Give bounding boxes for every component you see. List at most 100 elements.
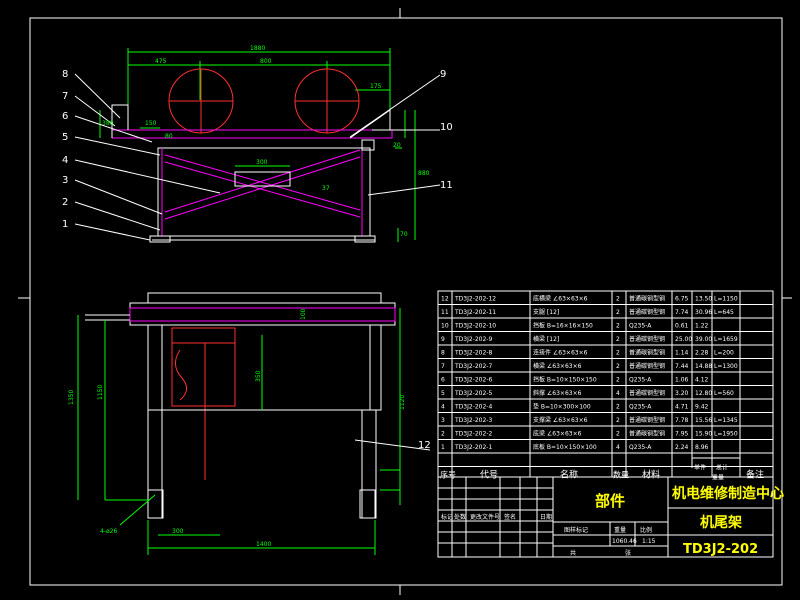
table-cell-material: Q235-A — [629, 377, 652, 384]
table-cell-material: 普通碳钢型钢 — [629, 335, 665, 343]
table-cell-unit: 7.95 — [675, 431, 689, 438]
table-cell-no: 7 — [441, 363, 445, 370]
table-header-name: 名称 — [560, 469, 578, 481]
dim-bottom-right: 70 — [400, 231, 408, 238]
tb-count: 处数 — [454, 513, 466, 521]
table-cell-note: L=560 — [714, 390, 734, 397]
tb-company: 机电维修制造中心 — [672, 485, 784, 502]
dim-left: 475 — [155, 58, 167, 65]
table-cell-no: 4 — [441, 404, 445, 411]
table-cell-name: 斜撑 ∠63×63×6 — [533, 389, 582, 397]
table-cell-unit: 3.20 — [675, 390, 689, 397]
table-cell-note: L=200 — [714, 350, 734, 357]
table-cell-total: 9.42 — [695, 404, 709, 411]
table-cell-qty: 4 — [616, 390, 620, 397]
table-cell-material: 普通碳钢型钢 — [629, 308, 665, 316]
dim-overall: 1880 — [250, 45, 265, 52]
dim-tri: 80 — [165, 133, 173, 140]
table-cell-code: TD3J2-202-7 — [454, 363, 492, 370]
dim-small-a: 150 — [145, 120, 157, 127]
table-cell-unit: 1.14 — [675, 350, 689, 357]
dim-left-height: 1350 — [68, 390, 75, 405]
table-cell-note: L=1345 — [714, 417, 738, 424]
table-header-no: 序号 — [440, 470, 456, 480]
table-cell-code: TD3J2-202-6 — [454, 377, 492, 384]
callout-1: 1 — [62, 219, 68, 230]
callout-11: 11 — [440, 180, 453, 191]
callout-9: 9 — [440, 69, 446, 80]
table-cell-name: 底梁 ∠63×63×6 — [533, 430, 582, 438]
table-cell-name: 支撑梁 ∠63×63×6 — [533, 416, 588, 424]
table-cell-note: L=645 — [714, 309, 734, 316]
table-cell-qty: 2 — [616, 363, 620, 370]
table-header-total: 总计 — [716, 464, 728, 472]
table-cell-code: TD3J2-202-4 — [454, 404, 492, 411]
tb-sign: 签名 — [504, 513, 516, 521]
table-cell-material: Q235-A — [629, 444, 652, 451]
table-cell-no: 12 — [441, 296, 449, 303]
dim-top-small: 100 — [300, 308, 307, 320]
table-cell-no: 10 — [441, 323, 449, 330]
table-cell-total: 8.96 — [695, 444, 709, 451]
table-cell-note: L=1950 — [714, 431, 738, 438]
table-cell-unit: 7.44 — [675, 363, 689, 370]
table-cell-qty: 2 — [616, 336, 620, 343]
table-cell-qty: 2 — [616, 296, 620, 303]
table-cell-total: 15.90 — [695, 431, 712, 438]
table-cell-code: TD3J2-202-11 — [454, 309, 496, 316]
table-cell-qty: 2 — [616, 417, 620, 424]
callout-6: 6 — [62, 111, 68, 122]
table-header-code: 代号 — [480, 470, 498, 481]
table-cell-no: 6 — [441, 377, 445, 384]
table-header-unit: 单件 — [694, 464, 706, 472]
table-cell-material: 普通碳钢型钢 — [629, 295, 665, 303]
tb-scale-b: 1:15 — [642, 538, 656, 545]
dim-right-height: 1120 — [399, 395, 406, 410]
table-header-qty: 数量 — [613, 470, 629, 480]
tb-scale-label: 比例 — [640, 526, 652, 534]
dim-small-right: 20 — [393, 142, 401, 149]
top-view: 8 7 6 5 4 3 2 1 9 10 11 1880 475 800 175… — [62, 45, 453, 243]
tb-mark: 标记 — [441, 513, 453, 521]
table-cell-name: 挡板 B=16×16×150 — [533, 322, 593, 330]
table-cell-no: 2 — [441, 431, 445, 438]
tb-type: 部件 — [595, 492, 625, 510]
table-cell-qty: 2 — [616, 404, 620, 411]
table-cell-material: 普通碳钢型钢 — [629, 389, 665, 397]
table-cell-total: 12.80 — [695, 390, 712, 397]
callout-2: 2 — [62, 197, 68, 208]
table-cell-qty: 4 — [616, 444, 620, 451]
table-cell-name: 底横梁 ∠63×63×6 — [533, 295, 588, 303]
tb-scale-a: 1060.46 — [612, 538, 637, 545]
table-cell-code: TD3J2-202-10 — [454, 323, 496, 330]
table-cell-code: TD3J2-202-12 — [454, 296, 496, 303]
table-cell-code: TD3J2-202-8 — [454, 350, 492, 357]
tb-sheet-a: 共 — [570, 549, 576, 557]
table-cell-unit: 25.00 — [675, 336, 692, 343]
callout-5: 5 — [62, 132, 68, 143]
table-cell-note: L=1300 — [714, 363, 738, 370]
table-cell-no: 11 — [441, 309, 449, 316]
table-cell-no: 8 — [441, 350, 445, 357]
table-cell-code: TD3J2-202-5 — [454, 390, 492, 397]
table-cell-total: 13.50 — [695, 296, 712, 303]
table-cell-qty: 2 — [616, 377, 620, 384]
table-cell-total: 15.56 — [695, 417, 712, 424]
dim-red-height: 350 — [255, 370, 262, 382]
dim-small-b: 380 — [102, 120, 114, 127]
table-cell-name: 连接件 ∠63×63×6 — [533, 349, 588, 357]
table-cell-material: Q235-A — [629, 323, 652, 330]
tb-stage-mark: 图样标记 — [564, 526, 588, 534]
table-header-note: 备注 — [746, 469, 764, 481]
table-cell-material: 普通碳钢型钢 — [629, 362, 665, 370]
table-cell-unit: 0.61 — [675, 323, 689, 330]
callout-12: 12 — [418, 440, 431, 451]
table-cell-material: 普通碳钢型钢 — [629, 416, 665, 424]
callout-7: 7 — [62, 91, 68, 102]
dim-bottom-width: 1400 — [256, 541, 271, 548]
tb-change-doc: 更改文件号 — [470, 513, 500, 521]
tb-drawing-no: TD3J2-202 — [683, 542, 758, 557]
table-cell-unit: 4.71 — [675, 404, 689, 411]
table-cell-code: TD3J2-202-1 — [454, 444, 492, 451]
